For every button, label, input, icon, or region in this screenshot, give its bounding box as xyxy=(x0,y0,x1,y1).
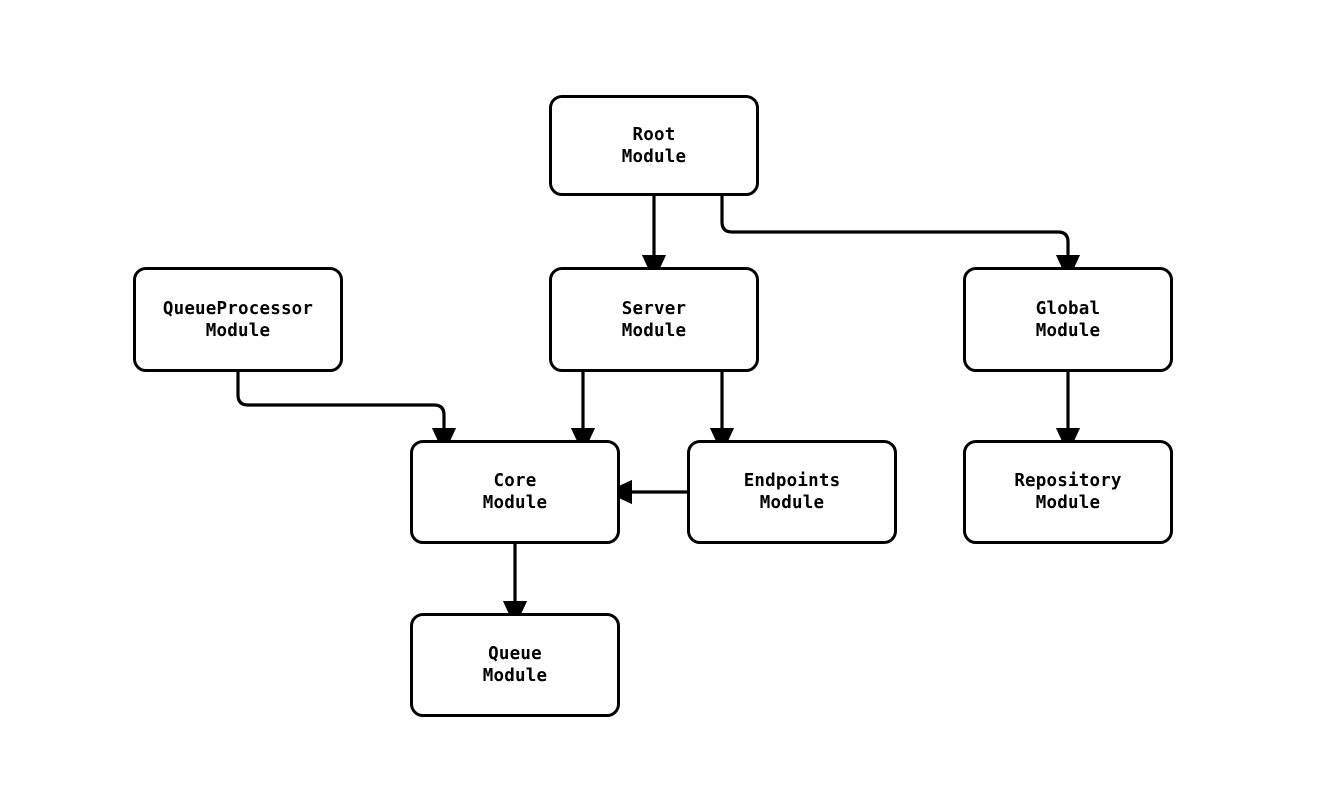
node-root-module[interactable]: Root Module xyxy=(549,95,759,196)
edge-root-to-global xyxy=(720,196,1081,282)
node-label-core-module: Core Module xyxy=(482,471,548,513)
node-global-module[interactable]: Global Module xyxy=(963,267,1173,372)
node-label-root-module: Root Module xyxy=(621,124,687,167)
edge-queueprocessor-to-core xyxy=(236,372,457,455)
node-label-queue-module: Queue Module xyxy=(482,644,548,686)
node-label-repository-module: Repository Module xyxy=(1014,471,1122,513)
node-label-queueprocessor-module: QueueProcessor Module xyxy=(162,298,314,341)
node-repository-module[interactable]: Repository Module xyxy=(963,440,1173,544)
node-server-module[interactable]: Server Module xyxy=(549,267,759,372)
node-core-module[interactable]: Core Module xyxy=(410,440,620,544)
node-label-endpoints-module: Endpoints Module xyxy=(743,471,841,513)
node-label-global-module: Global Module xyxy=(1035,298,1101,341)
node-queue-module[interactable]: Queue Module xyxy=(410,613,620,717)
node-endpoints-module[interactable]: Endpoints Module xyxy=(687,440,897,544)
node-label-server-module: Server Module xyxy=(621,298,687,341)
node-queueprocessor-module[interactable]: QueueProcessor Module xyxy=(133,267,343,372)
edges-group xyxy=(236,196,1081,628)
